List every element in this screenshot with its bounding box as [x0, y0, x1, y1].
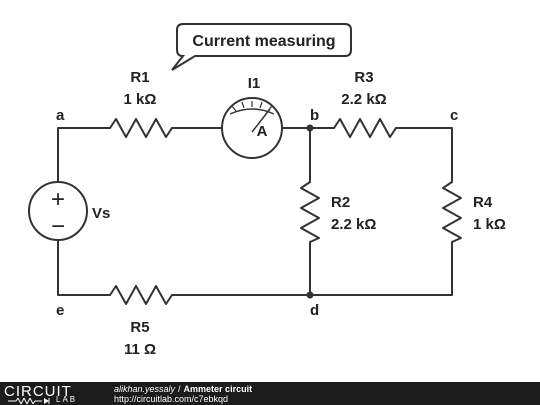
node-c: c	[450, 107, 458, 124]
r2-name: R2	[331, 194, 350, 211]
r3-value: 2.2 kΩ	[341, 91, 386, 108]
vs-name: Vs	[92, 205, 110, 222]
node-d: d	[310, 302, 319, 319]
logo-resistor-icon	[8, 398, 50, 404]
logo-text: CIRCUIT	[4, 383, 72, 400]
voltage-source-vs: + −	[28, 181, 88, 241]
callout-bubble: Current measuring	[171, 23, 352, 71]
attribution-separator: /	[178, 384, 181, 394]
resistor-r1	[109, 118, 173, 138]
wire-r3-c	[395, 127, 453, 183]
junction-b	[306, 124, 314, 132]
r4-name: R4	[473, 194, 493, 211]
r5-name: R5	[130, 319, 149, 336]
r3-name: R3	[354, 69, 373, 86]
r2-value: 2.2 kΩ	[331, 216, 376, 233]
resistor-r2	[300, 181, 320, 243]
node-a: a	[56, 107, 65, 124]
i1-name: I1	[248, 75, 261, 92]
r4-value: 1 kΩ	[473, 216, 506, 233]
wires	[57, 127, 453, 296]
ammeter-symbol: A	[257, 123, 268, 140]
wire-a-r1	[57, 127, 111, 183]
author-name[interactable]: alikhan.yessaly	[114, 384, 176, 394]
circuit-diagram: Current measuring A + − R1 1	[28, 23, 506, 358]
circuitlab-logo: CIRCUIT LAB	[4, 383, 96, 405]
logo-sub: LAB	[56, 395, 78, 404]
attribution: alikhan.yessaly/Ammeter circuit http://c…	[114, 384, 252, 404]
r1-value: 1 kΩ	[124, 91, 157, 108]
node-b: b	[310, 107, 319, 124]
resistor-r5	[109, 285, 173, 305]
resistor-r4	[442, 181, 462, 243]
node-e: e	[56, 302, 64, 319]
vs-plus: +	[51, 186, 65, 213]
wire-r5-e	[57, 239, 111, 296]
resistor-r3	[333, 118, 397, 138]
circuit-title: Ammeter circuit	[183, 384, 253, 394]
vs-minus: −	[51, 213, 65, 240]
callout-text: Current measuring	[192, 33, 335, 50]
circuit-url-link[interactable]: http://circuitlab.com/c7ebkqd	[114, 394, 229, 404]
r5-value: 11 Ω	[124, 341, 156, 358]
ammeter-i1: A	[221, 97, 283, 159]
r1-name: R1	[130, 69, 149, 86]
wire-r4-d	[309, 241, 453, 296]
footer-bar: CIRCUIT LAB alikhan.yessaly/Ammeter circ…	[0, 382, 540, 405]
junction-d	[306, 291, 314, 299]
